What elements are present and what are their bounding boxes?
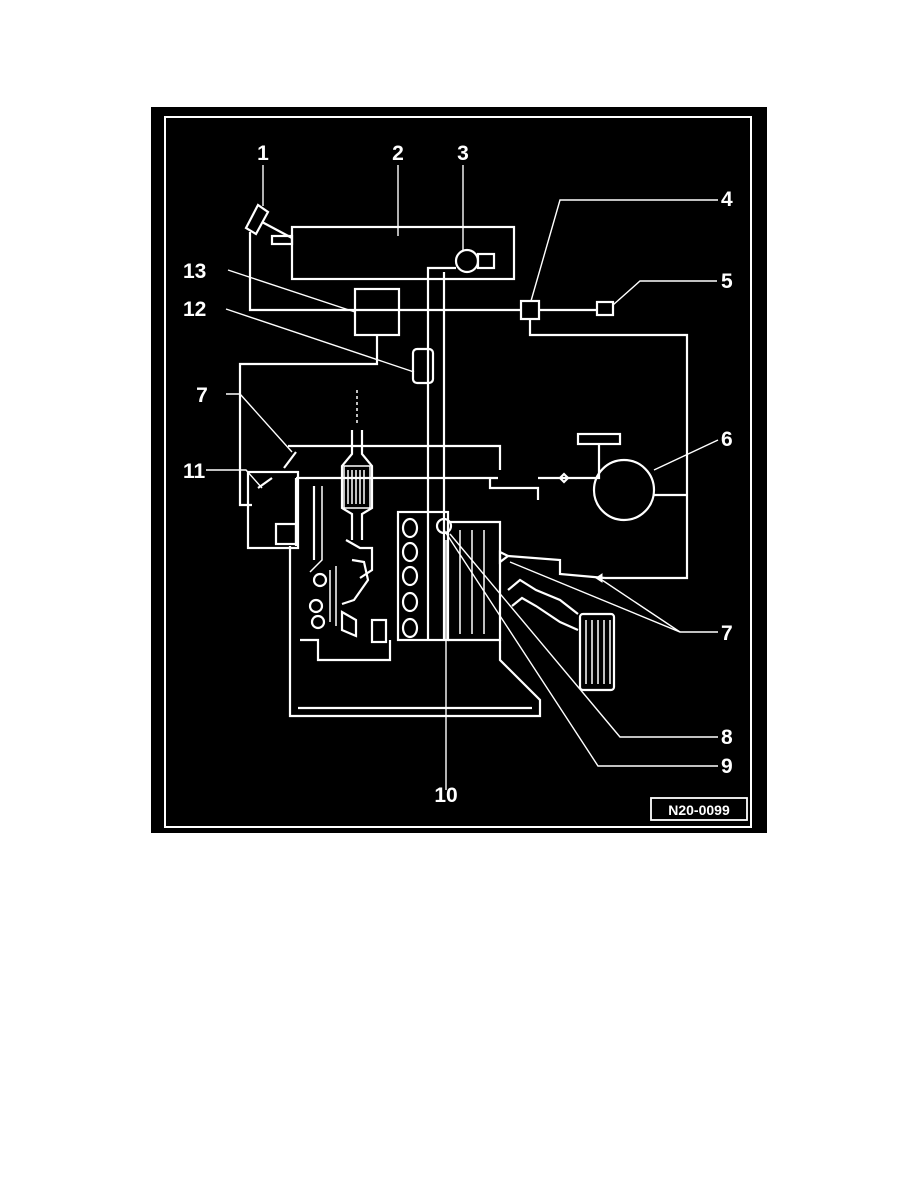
component-2-reservoir bbox=[290, 225, 516, 281]
callout-7-left: 7 bbox=[196, 384, 208, 407]
callout-12: 12 bbox=[183, 298, 206, 321]
hose-6 bbox=[538, 444, 687, 497]
vacuum-hose-diagram: 1 2 3 4 5 6 7 7 8 9 10 11 12 13 N20-0099 bbox=[151, 107, 767, 833]
hose-right bbox=[528, 319, 689, 580]
callout-10: 10 bbox=[434, 784, 457, 807]
component-7-valve-right bbox=[498, 550, 511, 565]
component-3-valve bbox=[454, 248, 496, 274]
figure-code-box bbox=[650, 797, 748, 821]
callout-7-right: 7 bbox=[721, 622, 733, 645]
callout-1: 1 bbox=[257, 142, 269, 165]
callout-6: 6 bbox=[721, 428, 733, 451]
engine-block bbox=[396, 510, 502, 642]
hose-top bbox=[248, 232, 597, 312]
callout-11: 11 bbox=[183, 460, 206, 483]
callout-13: 13 bbox=[183, 260, 206, 283]
diagram-border bbox=[164, 116, 752, 828]
callout-3: 3 bbox=[457, 142, 469, 165]
left-valves bbox=[308, 539, 388, 644]
air-intake-duct bbox=[507, 578, 616, 692]
callout-2: 2 bbox=[392, 142, 404, 165]
callout-9: 9 bbox=[721, 755, 733, 778]
hose-lower-inner bbox=[300, 638, 392, 662]
component-6-vacuum-reservoir bbox=[592, 458, 656, 522]
hose-left-vertical bbox=[294, 478, 316, 560]
callout-5: 5 bbox=[721, 270, 733, 293]
hose-to-right bbox=[488, 478, 540, 500]
hose-lower-loop bbox=[288, 546, 542, 718]
component-1-switch bbox=[244, 203, 294, 246]
catalytic-converter bbox=[340, 390, 374, 540]
leader-lines bbox=[206, 165, 719, 790]
diagram-canvas: 1 2 3 4 5 6 7 7 8 9 10 11 12 13 N20-0099 bbox=[151, 107, 767, 833]
component-5-connector bbox=[595, 300, 615, 317]
callout-8: 8 bbox=[721, 726, 733, 749]
hose-upper-left bbox=[288, 444, 502, 480]
callout-4: 4 bbox=[721, 188, 733, 211]
hose-center-a bbox=[426, 266, 456, 640]
figure-code: N20-0099 bbox=[668, 802, 730, 818]
component-12-valve bbox=[411, 347, 435, 385]
hose-13 bbox=[238, 335, 379, 507]
